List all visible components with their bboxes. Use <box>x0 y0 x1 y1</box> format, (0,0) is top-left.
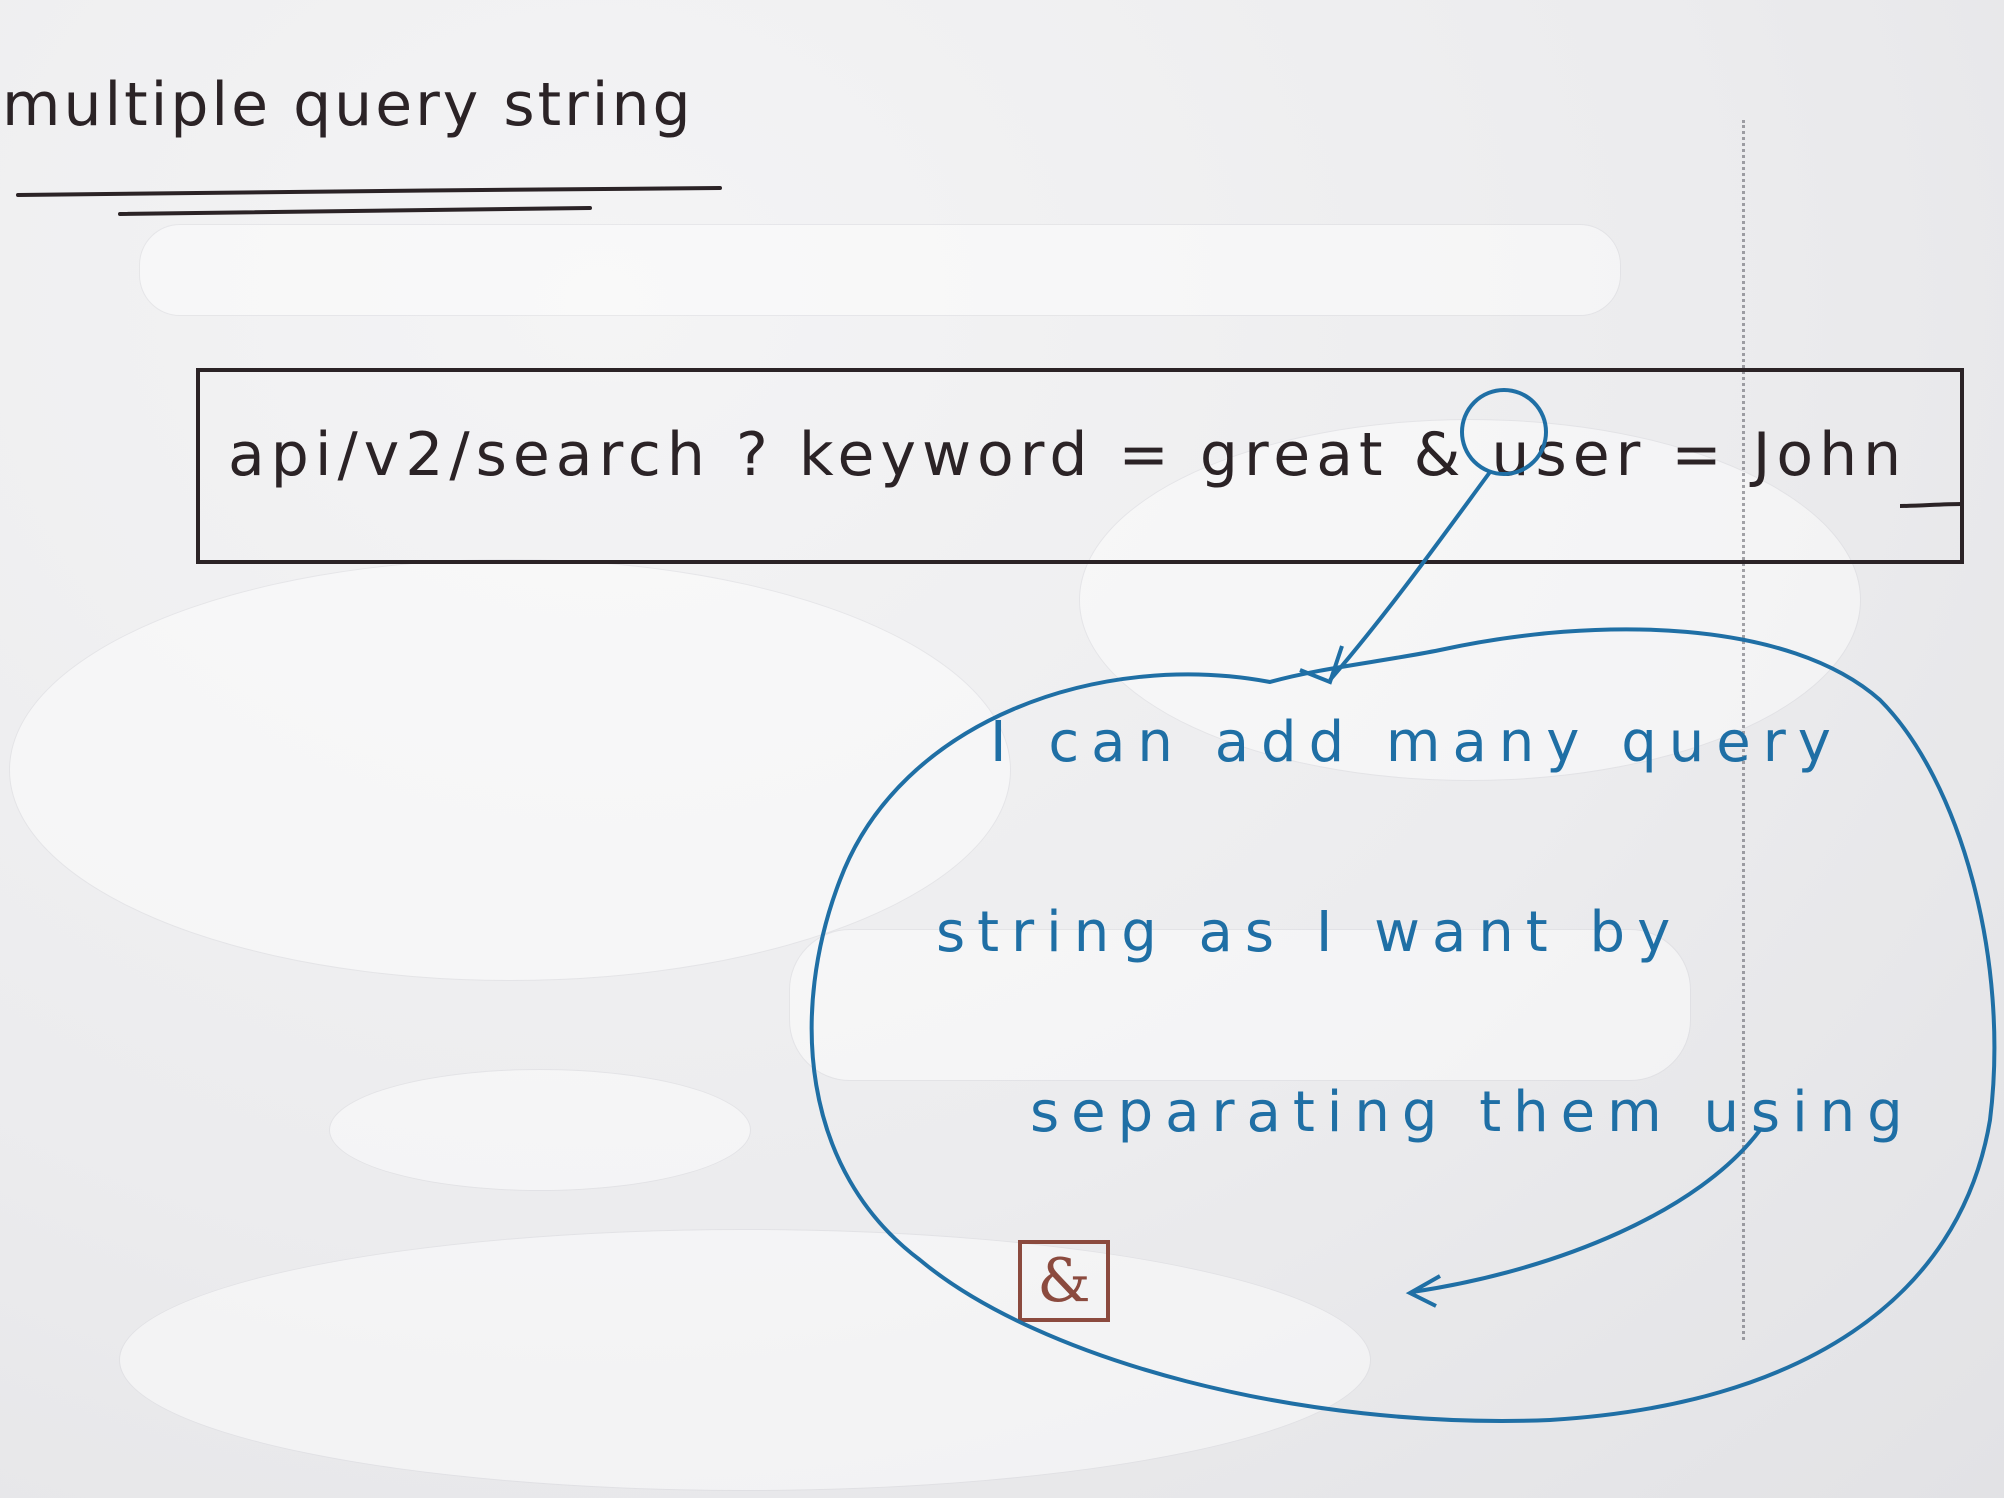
explanation-bubble <box>809 627 1997 1423</box>
arrow-line <box>1328 470 1492 682</box>
arrow-head <box>1299 645 1344 685</box>
title-underline <box>16 186 722 197</box>
url-box <box>196 368 1964 564</box>
emboss-blob <box>1080 420 1860 780</box>
explanation-line-2: string as I want by <box>936 900 1683 965</box>
emboss-blob <box>10 560 1010 980</box>
url-box-stroke <box>1899 502 1963 508</box>
arrow-line <box>1411 1128 1762 1294</box>
emboss-blob <box>330 1070 750 1190</box>
ampersand-highlight-circle <box>1460 388 1548 476</box>
arrow-head <box>1405 1274 1441 1308</box>
url-example: api/v2/search ? keyword = great & user =… <box>228 420 1908 490</box>
page-title: multiple query string <box>2 70 694 140</box>
emboss-blob <box>140 225 1620 315</box>
emboss-blob <box>120 1230 1370 1490</box>
fold-line <box>1742 120 1745 1340</box>
title-underline <box>118 206 592 216</box>
emboss-blob <box>790 930 1690 1080</box>
ampersand-box: & <box>1018 1240 1110 1322</box>
explanation-line-1: I can add many query <box>990 710 1843 775</box>
